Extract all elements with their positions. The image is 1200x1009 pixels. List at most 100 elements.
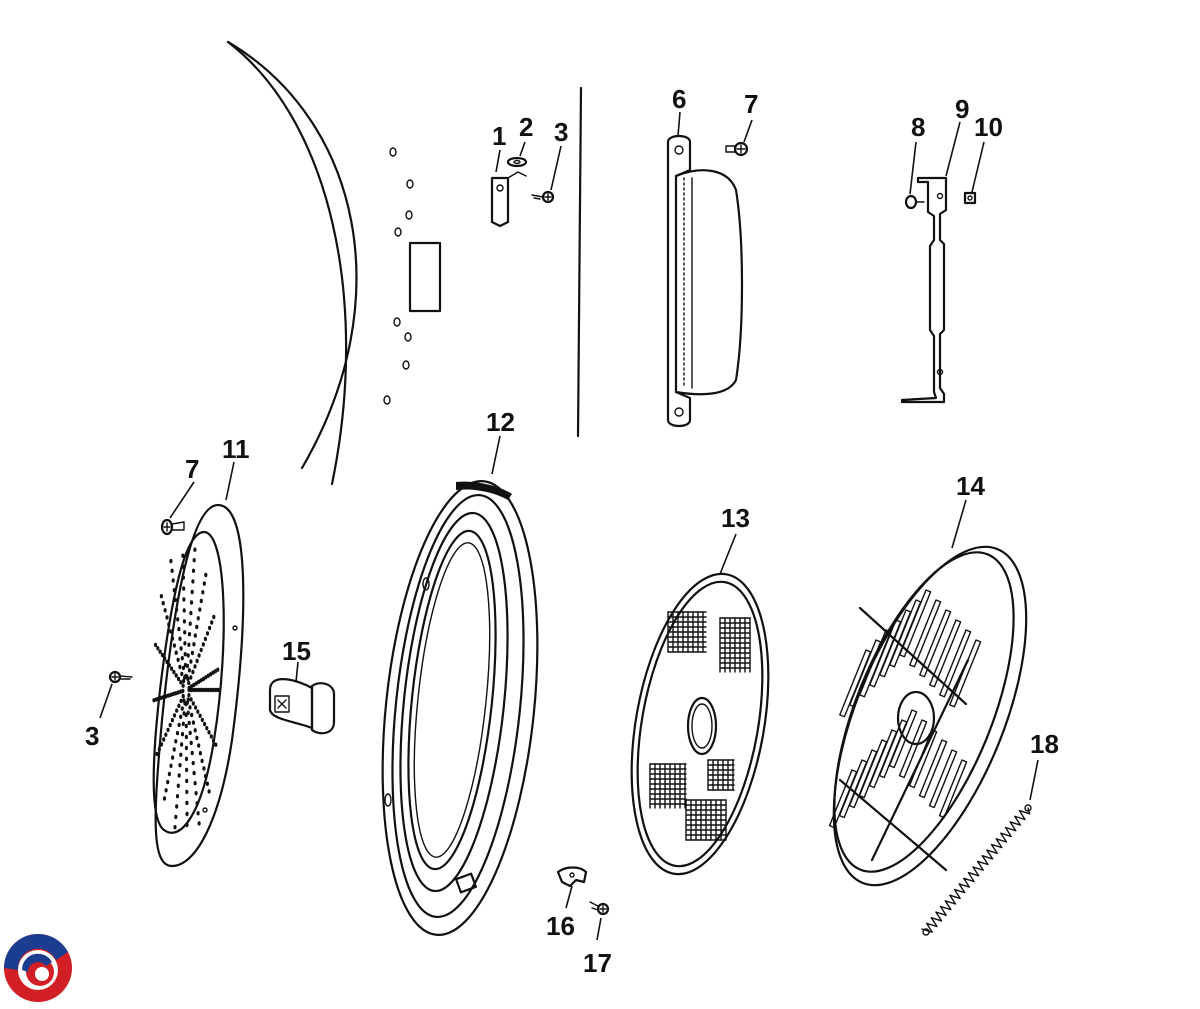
perforation-hole bbox=[201, 590, 205, 595]
callout-10: 10 bbox=[974, 112, 1003, 142]
perforation-hole bbox=[163, 656, 167, 661]
perforation-hole bbox=[185, 811, 189, 817]
perforation-hole bbox=[167, 622, 171, 627]
perforation-hole bbox=[157, 747, 161, 752]
perforation-hole bbox=[183, 652, 187, 657]
perforation-hole bbox=[174, 673, 178, 678]
perforation-pattern bbox=[152, 547, 220, 830]
perforation-hole bbox=[199, 678, 203, 683]
perforation-hole bbox=[184, 745, 188, 751]
perforation-hole bbox=[154, 697, 158, 702]
perforation-hole bbox=[176, 783, 180, 788]
perforation-hole bbox=[185, 800, 189, 806]
perforation-hole bbox=[188, 705, 192, 710]
perforation-hole bbox=[185, 789, 189, 795]
part-18-door-spring bbox=[921, 804, 1032, 936]
callout-15: 15 bbox=[282, 636, 311, 666]
perforation-hole bbox=[179, 752, 183, 757]
perforation-hole bbox=[185, 767, 189, 773]
perforation-hole bbox=[176, 657, 180, 662]
perforation-hole bbox=[192, 682, 196, 688]
perforation-hole bbox=[191, 579, 195, 584]
perforation-hole bbox=[195, 801, 199, 806]
perforation-hole bbox=[182, 597, 186, 602]
perforation-hole bbox=[172, 713, 177, 718]
perforation-hole bbox=[159, 594, 163, 599]
callout-11: 11 bbox=[222, 434, 250, 464]
perforation-hole bbox=[173, 597, 178, 603]
part-6-door-handle bbox=[666, 134, 744, 428]
perforation-hole bbox=[202, 581, 206, 586]
perforation-hole bbox=[189, 687, 194, 693]
perforation-hole bbox=[169, 629, 173, 634]
grille-slot bbox=[859, 629, 892, 698]
perforation-hole bbox=[176, 690, 180, 695]
perforation-hole bbox=[176, 617, 180, 622]
perforation-hole bbox=[191, 701, 195, 706]
perforation-hole bbox=[202, 687, 206, 693]
perforation-hole bbox=[179, 646, 183, 651]
perforation-hole bbox=[209, 672, 213, 677]
perforation-hole bbox=[172, 588, 176, 593]
perforation-hole bbox=[204, 572, 208, 578]
perforation-hole bbox=[210, 620, 214, 625]
perforation-hole bbox=[198, 751, 202, 756]
perforation-hole bbox=[152, 698, 156, 703]
brand-logo bbox=[4, 934, 72, 1002]
perforation-hole bbox=[201, 676, 205, 682]
perforation-hole bbox=[187, 720, 191, 726]
perforation-hole bbox=[174, 650, 178, 655]
perforation-hole bbox=[193, 633, 197, 638]
perforation-hole bbox=[199, 687, 203, 693]
part-1-latch-bracket bbox=[490, 171, 527, 228]
part-3-screw-left bbox=[108, 670, 133, 684]
perforation-hole bbox=[173, 825, 177, 830]
perforation-hole bbox=[165, 615, 169, 620]
perforation-hole bbox=[178, 763, 182, 768]
perforation-hole bbox=[182, 698, 186, 703]
perforation-hole bbox=[175, 607, 179, 612]
perforation-hole bbox=[189, 675, 193, 680]
perforation-hole bbox=[207, 789, 211, 794]
perforation-hole bbox=[182, 608, 186, 613]
perforation-hole bbox=[194, 705, 198, 710]
perforation-hole bbox=[182, 711, 186, 716]
perforation-hole bbox=[163, 608, 167, 613]
perforation-hole bbox=[181, 564, 185, 569]
grille-slots bbox=[828, 589, 982, 829]
callout-13: 13 bbox=[721, 503, 750, 533]
perforation-hole bbox=[179, 714, 183, 719]
part-15-door-bushing bbox=[268, 678, 336, 735]
perforation-hole bbox=[199, 598, 203, 604]
perforation-hole bbox=[180, 656, 184, 661]
perforation-hole bbox=[212, 614, 216, 620]
perforation-hole bbox=[184, 734, 188, 740]
part-8-hinge-screw bbox=[904, 194, 925, 210]
perforation-hole bbox=[180, 742, 184, 747]
grille-slot bbox=[909, 599, 942, 668]
perforation-hole bbox=[209, 687, 213, 693]
perforation-hole bbox=[153, 642, 158, 648]
perforation-hole bbox=[178, 664, 182, 670]
callout-6: 6 bbox=[672, 84, 686, 114]
grille-slot bbox=[928, 749, 958, 809]
perforation-hole bbox=[193, 664, 197, 669]
perforation-hole bbox=[166, 727, 170, 733]
perforation-hole bbox=[190, 650, 194, 656]
callout-7: 7 bbox=[744, 89, 758, 119]
perforation-hole bbox=[193, 781, 197, 786]
perforation-hole bbox=[205, 631, 210, 636]
grille-slot bbox=[929, 619, 962, 688]
perforation-hole bbox=[175, 730, 180, 736]
perforation-hole bbox=[196, 709, 200, 714]
perforation-hole bbox=[172, 669, 176, 675]
perforation-hole bbox=[164, 788, 168, 793]
grille-slot bbox=[938, 759, 968, 819]
part-13-door-glass bbox=[630, 572, 770, 876]
perforation-hole bbox=[205, 726, 209, 731]
perforation-hole bbox=[177, 773, 181, 778]
perforation-hole bbox=[169, 763, 173, 768]
perforation-hole bbox=[185, 778, 189, 784]
perforation-hole bbox=[192, 558, 196, 563]
perforation-hole bbox=[187, 642, 191, 647]
